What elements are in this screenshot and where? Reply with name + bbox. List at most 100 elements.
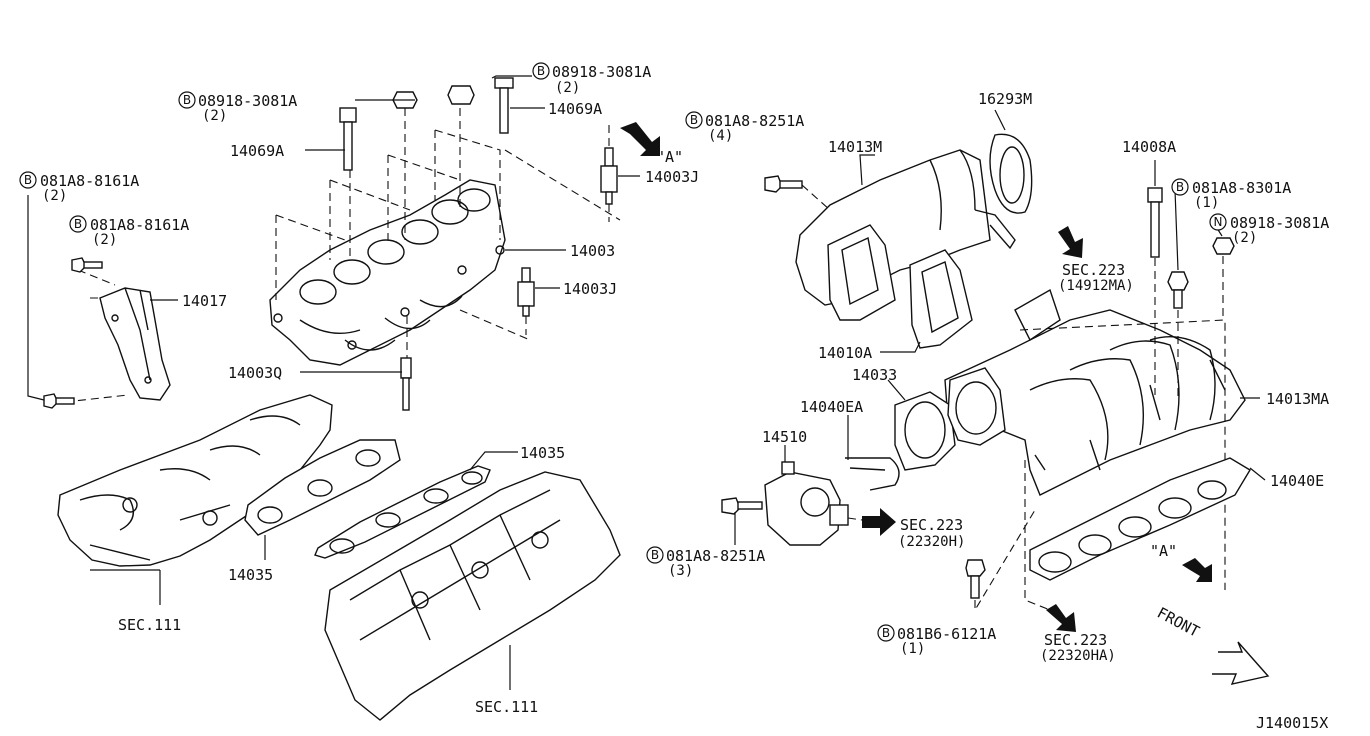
label-14040e: 14040E [1270, 472, 1324, 490]
diagram-code: J140015X [1256, 714, 1328, 732]
label-081a8-8301a: 081A8-8301A [1192, 179, 1291, 197]
bolt-symbol-8301a: B [1171, 178, 1189, 196]
svg-text:B: B [1176, 180, 1184, 194]
cylinder-head-right [324, 471, 621, 721]
label-081a8-8251a-bottom-qty: (3) [668, 563, 693, 579]
bracket-14017 [64, 269, 171, 403]
label-14003j-mid: 14003J [563, 280, 617, 298]
svg-text:B: B [537, 64, 545, 78]
label-14013m: 14013M [828, 138, 882, 156]
label-081a8-8251a-bottom: 081A8-8251A [666, 547, 765, 565]
label-081a8-8161a-1: 081A8-8161A [40, 172, 139, 190]
gasket-14035-left [244, 439, 401, 536]
svg-text:B: B [24, 173, 32, 187]
label-14035-top: 14035 [520, 444, 565, 462]
bolt-081a8-8161a-upper [71, 257, 103, 273]
nut-08918-3081a-right [1212, 237, 1235, 320]
bolt-symbol-top: B [532, 62, 550, 80]
svg-text:B: B [651, 548, 659, 562]
label-14003j-top: 14003J [645, 168, 699, 186]
bolt-symbol-8251a-top: B [685, 111, 703, 129]
label-14003q: 14003Q [228, 364, 282, 382]
lower-manifold-guide-lines [275, 108, 621, 360]
bolt-081b6-6121a [965, 509, 1036, 612]
svg-text:B: B [882, 626, 890, 640]
label-08918-3081a-top-qty: (2) [555, 80, 580, 96]
label-081a8-8161a-2-qty: (2) [92, 232, 117, 248]
svg-text:B: B [74, 217, 82, 231]
label-14008a: 14008A [1122, 138, 1176, 156]
view-a-arrow-bottom [1182, 558, 1212, 582]
label-14017: 14017 [182, 292, 227, 310]
bolt-symbol-8161a-2: B [69, 215, 87, 233]
gasket-14035-right [314, 465, 491, 559]
injector-14003j-mid [517, 267, 535, 335]
nut-08918-3081a-left [392, 91, 418, 109]
label-view-a-bottom: "A" [1150, 542, 1177, 560]
gasket-14040e [1029, 457, 1251, 581]
label-14510: 14510 [762, 428, 807, 446]
label-front: FRONT [1154, 604, 1202, 641]
label-08918-3081a-left-qty: (2) [202, 108, 227, 124]
label-sec-223-22320h-sub: (22320H) [898, 534, 965, 550]
bolt-081a8-8251a-bottom [721, 497, 763, 515]
label-sec-223-22320h: SEC.223 [900, 516, 963, 534]
label-081a8-8251a-top: 081A8-8251A [705, 112, 804, 130]
leader-lines [27, 75, 1266, 690]
label-14040ea: 14040EA [800, 398, 863, 416]
label-081a8-8251a-top-qty: (4) [708, 128, 733, 144]
label-n-08918-3081a: 08918-3081A [1230, 214, 1329, 232]
label-08918-3081a-top: 08918-3081A [552, 63, 651, 81]
injector-14003j-top [600, 125, 618, 222]
label-081a8-8301a-qty: (1) [1194, 195, 1219, 211]
label-sec-223-22320ha-sub: (22320HA) [1040, 648, 1116, 664]
label-view-a-top: "A" [656, 148, 683, 166]
gaskets-14010a [827, 224, 973, 349]
label-sec-223-14912ma: SEC.223 [1062, 261, 1125, 279]
label-14033: 14033 [852, 366, 897, 384]
label-081b6-6121a-qty: (1) [900, 641, 925, 657]
seal-14040ea [845, 457, 900, 491]
label-081a8-8161a-1-qty: (2) [42, 188, 67, 204]
gasket-16293m [989, 133, 1033, 214]
stud-14069a-left [339, 107, 357, 171]
label-14013ma: 14013MA [1266, 390, 1329, 408]
stud-14069a-right [494, 77, 514, 134]
stud-14003q [400, 357, 412, 411]
front-arrow [1212, 641, 1270, 685]
label-08918-3081a-left: 08918-3081A [198, 92, 297, 110]
label-sec-111-left: SEC.111 [118, 616, 181, 634]
lower-guide-dash [1024, 460, 1051, 611]
label-081a8-8161a-2: 081A8-8161A [90, 216, 189, 234]
lower-intake-manifold-14003 [269, 179, 506, 366]
label-16293m: 16293M [978, 90, 1032, 108]
svg-text:B: B [183, 93, 191, 107]
label-n-08918-3081a-qty: (2) [1232, 230, 1257, 246]
nut-symbol-3081a: N [1209, 213, 1227, 231]
gasket-14033 [894, 367, 1006, 471]
nut-08918-3081a-top [447, 85, 475, 105]
bolt-symbol-8251a-bottom: B [646, 546, 664, 564]
label-sec-223-22320ha: SEC.223 [1044, 631, 1107, 649]
bolt-081a8-8301a [1167, 271, 1189, 400]
arrow-sec-223-22320ha [1046, 604, 1076, 632]
label-081b6-6121a: 081B6-6121A [897, 625, 996, 643]
label-14010a: 14010A [818, 344, 872, 362]
label-sec-111-bottom: SEC.111 [475, 698, 538, 716]
label-14069a-left: 14069A [230, 142, 284, 160]
intake-plenum-14013ma [944, 288, 1246, 590]
label-14069a-right: 14069A [548, 100, 602, 118]
bolt-symbol-left: B [178, 91, 196, 109]
label-sec-223-14912ma-sub: (14912MA) [1058, 278, 1134, 294]
svg-text:B: B [690, 113, 698, 127]
view-a-arrow-top [620, 122, 660, 156]
arrow-sec-223-22320h [847, 508, 896, 536]
throttle-body-14510 [764, 461, 849, 546]
label-14035-bottom: 14035 [228, 566, 273, 584]
bolt-14008a [1147, 187, 1163, 395]
bolt-081a8-8251a-top [764, 175, 831, 211]
bolt-symbol-8161a-1: B [19, 171, 37, 189]
svg-text:N: N [1214, 215, 1223, 229]
label-14003: 14003 [570, 242, 615, 260]
